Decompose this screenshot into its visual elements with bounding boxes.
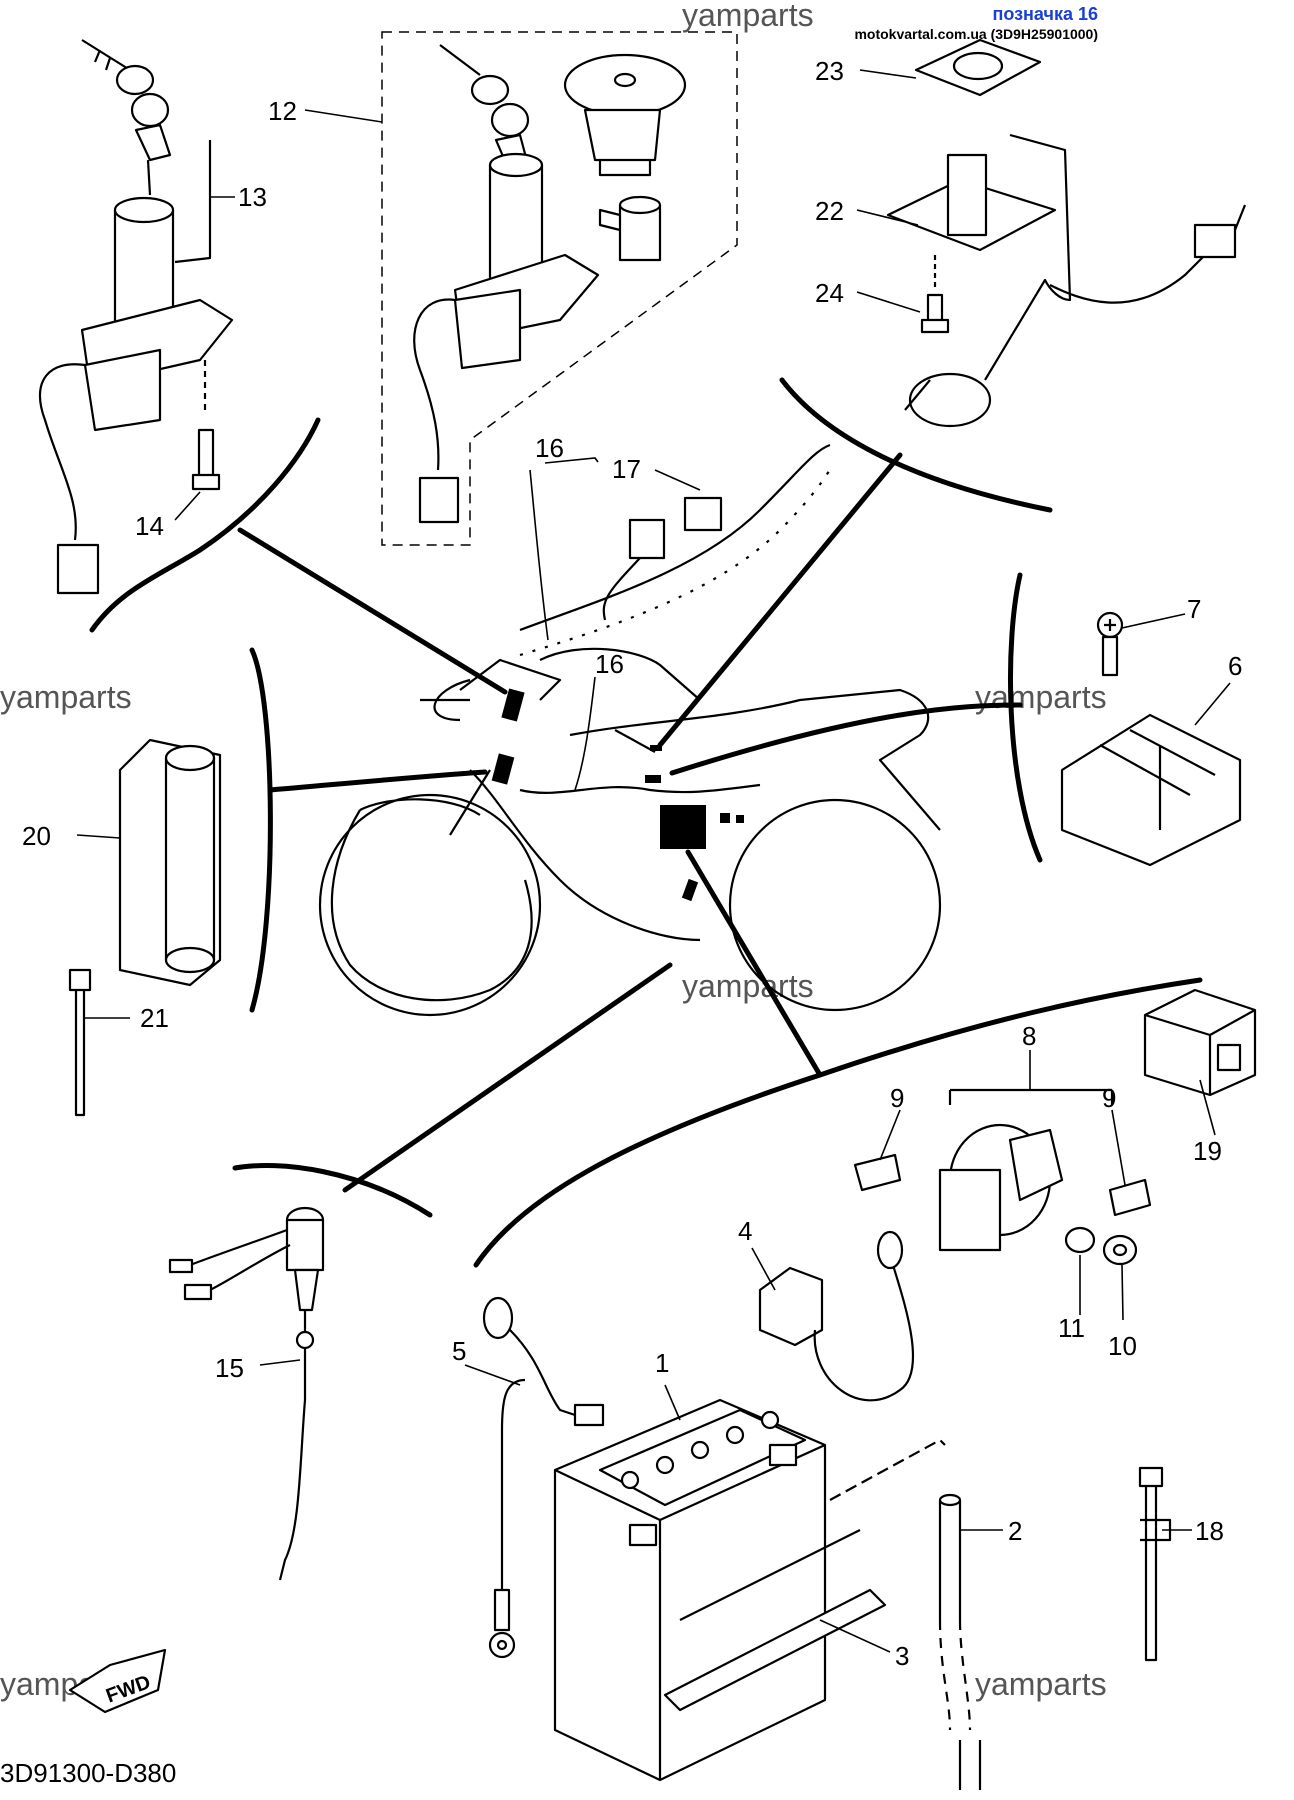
part-8-starter-relay: [853, 1088, 1152, 1266]
part-22-fuel-gauge-sender: [886, 38, 1247, 428]
callout-11: 11: [1058, 1313, 1085, 1343]
callout-2: 2: [1008, 1516, 1022, 1546]
callout-19: 19: [1193, 1136, 1222, 1166]
callout-24: 24: [815, 278, 844, 308]
part-21-cable-tie: [68, 968, 92, 1117]
callout-8: 8: [1022, 1021, 1036, 1051]
callout-20: 20: [22, 821, 51, 851]
callout-16-center: 16: [595, 649, 624, 679]
header-subtitle: motokvartal.com.ua (3D9H25901000): [854, 26, 1098, 42]
part-1-battery: [553, 1398, 827, 1782]
watermark-bottom-right: yamparts: [975, 1666, 1107, 1702]
callout-16-top: 16: [535, 433, 564, 463]
callout-15: 15: [215, 1353, 244, 1383]
part-18-cable-tie: [1138, 1466, 1172, 1662]
watermark-left: yamparts: [0, 679, 132, 715]
diagram-code: 3D91300-D380: [0, 1758, 176, 1788]
callout-18: 18: [1195, 1516, 1224, 1546]
callout-9-right: 9: [1102, 1083, 1116, 1113]
part-14-bolt: [191, 360, 221, 491]
callout-13: 13: [238, 182, 267, 212]
part-20-ignition-coil: [118, 738, 222, 987]
part-5-minus-lead: [482, 1296, 605, 1659]
callout-7: 7: [1187, 594, 1201, 624]
callout-labels: 1 2 3 4 5 6 7 8 9 9 10 11 12 13 14 15 16…: [22, 56, 1242, 1671]
part-2-breather-pipe: [829, 1438, 982, 1790]
ecu-block-icon: [660, 805, 706, 849]
callout-22: 22: [815, 196, 844, 226]
part-19-relay: [1143, 988, 1257, 1097]
part-3-battery-band: [663, 1529, 887, 1712]
callout-3: 3: [895, 1641, 909, 1671]
fwd-arrow-icon: FWD: [68, 1648, 167, 1714]
part-16-wire-harness: [519, 443, 834, 657]
callout-1: 1: [655, 1348, 669, 1378]
watermark-top: yamparts: [682, 0, 814, 33]
part-13-main-switch: [39, 39, 234, 595]
callout-14: 14: [135, 511, 164, 541]
connector-lines: [89, 377, 1203, 1268]
watermark-center: yamparts: [682, 968, 814, 1004]
part-12-lock-set: [381, 31, 738, 546]
motorcycle-outline: [318, 647, 942, 1017]
watermark-right: yamparts: [975, 679, 1107, 715]
callout-17: 17: [612, 454, 641, 484]
header-title: позначка 16: [992, 4, 1098, 24]
header: позначка 16 motokvartal.com.ua (3D9H2590…: [854, 4, 1098, 44]
callout-4: 4: [738, 1216, 752, 1246]
callout-6: 6: [1228, 651, 1242, 681]
callout-12: 12: [268, 96, 297, 126]
callout-21: 21: [140, 1003, 169, 1033]
callout-9-left: 9: [890, 1083, 904, 1113]
callout-23: 23: [815, 56, 844, 86]
leader-lines: [76, 69, 1231, 1653]
part-15-neutral-switch: [168, 1206, 325, 1581]
callout-5: 5: [452, 1336, 466, 1366]
part-6-rectifier-regulator: [1060, 611, 1242, 867]
callout-10: 10: [1108, 1331, 1137, 1361]
part-4-starter-cable: [758, 1230, 915, 1402]
